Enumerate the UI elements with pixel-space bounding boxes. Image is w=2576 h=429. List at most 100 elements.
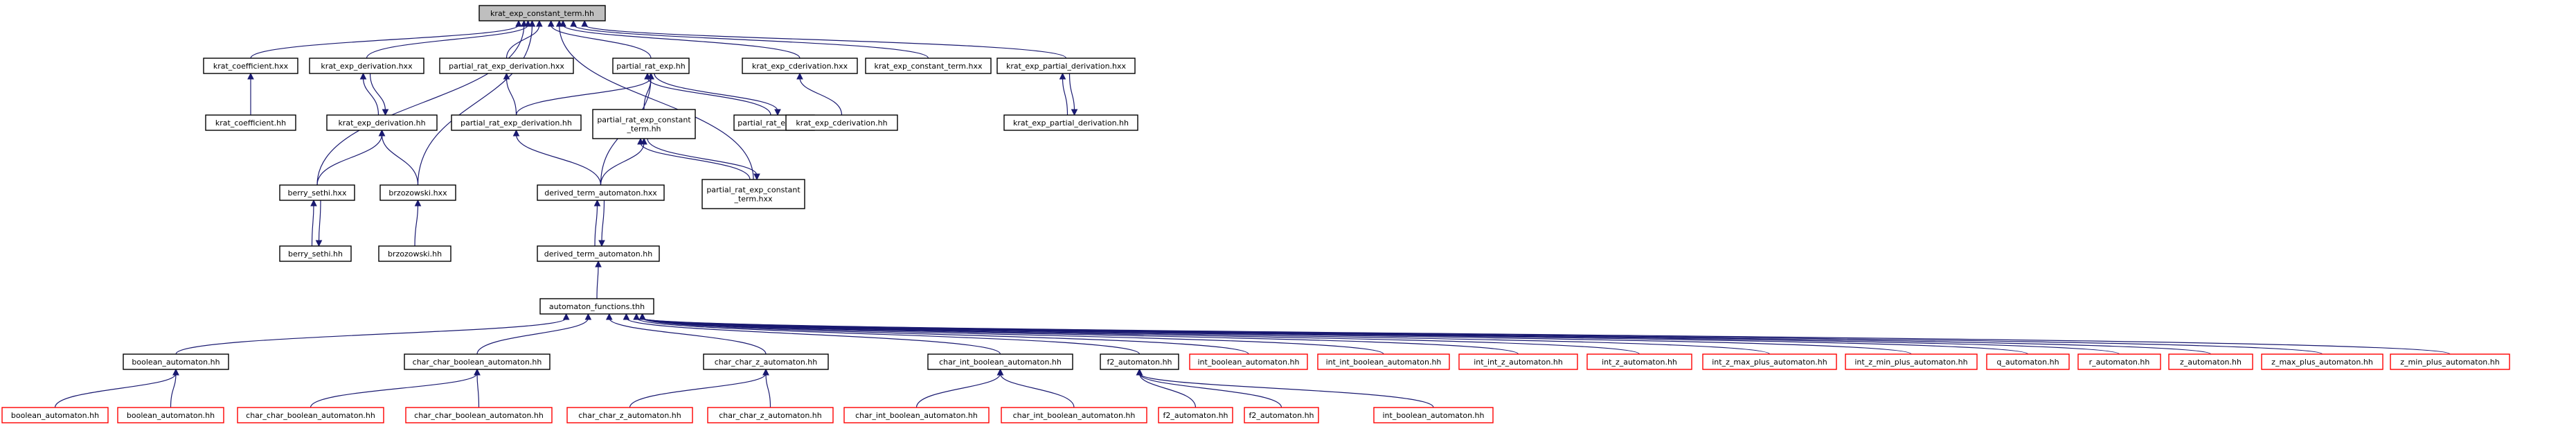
node-krat-coefficient-hxx[interactable]: krat_coefficient.hxx [203,58,298,74]
edge-brzozowski-hxx-to-krat-exp-derivation-hh [378,129,419,186]
edge-arrowhead [753,173,760,181]
node-z-max-plus-automaton-hh[interactable]: z_max_plus_automaton.hh [2261,353,2383,370]
node-z-automaton-hh[interactable]: z_automaton.hh [2168,353,2253,370]
node-box [1845,353,1978,370]
edge-boolean-automaton-hh-to-automaton-functions-thh [175,313,570,355]
node-label: int_boolean_automaton.hh [1383,411,1485,420]
edge-partial-rat-exp-derivation-hh-to-partial-rat-exp-hh [515,72,654,116]
node-derived-term-automaton-hh[interactable]: derived_term_automaton.hh [537,245,660,262]
node-berry-sethi-hh[interactable]: berry_sethi.hh [279,245,352,262]
node-label: r_automaton.hh [2089,358,2150,367]
node-box [996,58,1136,74]
node-brzozowski-hxx[interactable]: brzozowski.hxx [379,184,456,201]
nodes-layer: krat_exp_constant_term.hh krat_coefficien… [1,5,2510,423]
node-char-char-boolean-automaton-hh[interactable]: char_char_boolean_automaton.hh [404,353,551,370]
node-krat-coefficient-hh[interactable]: krat_coefficient.hh [205,114,296,131]
node-label: automaton_functions.thh [549,302,645,311]
edge-line [642,317,1519,355]
node-box [539,298,654,315]
node-int-int-z-automaton-hh[interactable]: int_int_z_automaton.hh [1458,353,1578,370]
node-brzozowski-hh[interactable]: brzozowski.hh [378,245,451,262]
node-char-int-boolean-automaton-hh-a[interactable]: char_int_boolean_automaton.hh [843,407,990,423]
node-f2-automaton-hh-a[interactable]: f2_automaton.hh [1158,407,1233,423]
edge-arrowhead [474,368,481,376]
node-int-int-boolean-automaton-hh[interactable]: int_int_boolean_automaton.hh [1317,353,1450,370]
node-krat-exp-derivation-hh[interactable]: krat_exp_derivation.hh [326,114,438,131]
node-label: f2_automaton.hh [1163,411,1228,420]
node-int-z-min-plus-automaton-hh[interactable]: int_z_min_plus_automaton.hh [1845,353,1978,370]
edge-derived-term-automaton-hxx-to-partial-rat-exp-derivation-hh [512,129,602,186]
edge-char-char-z-automaton-hh-a-to-char-char-z-automaton-hh [629,368,769,408]
edge-arrowhead [310,199,317,207]
edge-char-char-boolean-automaton-hh-b-to-char-char-boolean-automaton-hh [474,368,481,408]
edge-arrowhead [512,129,520,137]
node-box [439,58,574,74]
node-partial-rat-exp-hh[interactable]: partial_rat_exp.hh [612,58,690,74]
node-krat-exp-constant-term-hxx[interactable]: krat_exp_constant_term.hxx [865,58,992,74]
node-char-char-z-automaton-hh-a[interactable]: char_char_z_automaton.hh [566,407,693,423]
node-box [1317,353,1450,370]
node-label: char_char_boolean_automaton.hh [413,358,542,367]
node-int-z-automaton-hh[interactable]: int_z_automaton.hh [1586,353,1692,370]
node-krat-exp-cderivation-hxx[interactable]: krat_exp_cderivation.hxx [742,58,858,74]
node-boolean-automaton-hh-a[interactable]: boolean_automaton.hh [1,407,109,423]
node-f2-automaton-hh-b[interactable]: f2_automaton.hh [1244,407,1319,423]
edge-partial-rat-exp-hxx-to-partial-rat-exp-hh [644,72,771,116]
edge-derived-term-automaton-hh-to-derived-term-automaton-hxx [593,199,601,247]
edge-line [551,24,652,59]
edge-arrowhead [1071,109,1078,116]
node-boolean-automaton-hh-b[interactable]: boolean_automaton.hh [117,407,224,423]
node-char-char-z-automaton-hh-b[interactable]: char_char_z_automaton.hh [707,407,834,423]
node-partial-rat-exp-derivation-hxx[interactable]: partial_rat_exp_derivation.hxx [439,58,574,74]
node-partial-rat-exp-derivation-hh[interactable]: partial_rat_exp_derivation.hh [451,114,582,131]
node-partial-rat-exp-constant-term-hxx[interactable]: partial_rat_exp_constant_term.hxx [701,179,805,209]
edge-line [642,317,2451,355]
edge-char-char-boolean-automaton-hh-a-to-char-char-boolean-automaton-hh [310,368,481,408]
node-f2-automaton-hh[interactable]: f2_automaton.hh [1100,353,1179,370]
node-label: berry_sethi.hxx [288,189,347,198]
node-root[interactable]: krat_exp_constant_term.hh [478,5,606,21]
node-partial-rat-exp-constant-term-hh[interactable]: partial_rat_exp_constant_term.hh [592,109,696,139]
node-char-int-boolean-automaton-hh-b[interactable]: char_int_boolean_automaton.hh [1001,407,1147,423]
node-berry-sethi-hxx[interactable]: berry_sethi.hxx [279,184,355,201]
node-krat-exp-partial-derivation-hxx[interactable]: krat_exp_partial_derivation.hxx [996,58,1136,74]
edge-arrowhead [796,72,803,80]
node-box [203,58,298,74]
edge-arrowhead [647,72,654,80]
node-box [1458,353,1578,370]
node-int-boolean-automaton-hh[interactable]: int_boolean_automaton.hh [1189,353,1308,370]
node-char-int-boolean-automaton-hh[interactable]: char_int_boolean_automaton.hh [927,353,1073,370]
node-boolean-automaton-hh[interactable]: boolean_automaton.hh [123,353,229,370]
edge-arrowhead [638,313,646,320]
node-box [1586,353,1692,370]
node-box [309,58,424,74]
node-automaton-functions-thh[interactable]: automaton_functions.thh [539,298,654,315]
edge-arrowhead [359,72,367,80]
node-char-char-boolean-automaton-hh-b[interactable]: char_char_boolean_automaton.hh [405,407,553,423]
node-label: char_int_boolean_automaton.hh [1013,411,1136,420]
edge-f2-automaton-hh-a-to-f2-automaton-hh [1136,368,1197,408]
edge-line [625,317,1001,355]
node-r-automaton-hh[interactable]: r_automaton.hh [2077,353,2161,370]
node-int-z-max-plus-automaton-hh[interactable]: int_z_max_plus_automaton.hh [1702,353,1837,370]
edge-line [310,373,478,408]
node-box [703,353,829,370]
node-krat-exp-cderivation-hh[interactable]: krat_exp_cderivation.hh [785,114,898,131]
node-q-automaton-hh[interactable]: q_automaton.hh [1986,353,2070,370]
node-z-min-plus-automaton-hh[interactable]: z_min_plus_automaton.hh [2390,353,2510,370]
edge-char-char-z-automaton-hh-b-to-char-char-z-automaton-hh [762,368,771,408]
node-label: krat_coefficient.hxx [213,62,289,71]
node-krat-exp-partial-derivation-hh[interactable]: krat_exp_partial_derivation.hh [1003,114,1138,131]
edge-arrowhead [547,19,555,27]
node-krat-exp-derivation-hxx[interactable]: krat_exp_derivation.hxx [309,58,424,74]
edge-line [175,317,567,355]
edge-line [311,204,314,247]
node-char-char-boolean-automaton-hh-a[interactable]: char_char_boolean_automaton.hh [237,407,384,423]
node-char-char-z-automaton-hh[interactable]: char_char_z_automaton.hh [703,353,829,370]
node-derived-term-automaton-hxx[interactable]: derived_term_automaton.hxx [537,184,665,201]
edge-arrowhead [996,368,1004,376]
node-box [1244,407,1319,423]
node-box [237,407,384,423]
edge-krat-exp-partial-derivation-hxx-to-root [581,19,1067,59]
node-int-boolean-automaton-hh-c[interactable]: int_boolean_automaton.hh [1373,407,1494,423]
